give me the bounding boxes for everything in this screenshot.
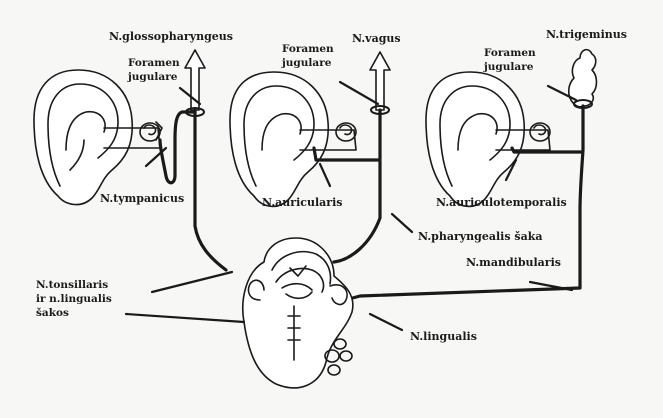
label-tonsillaris-line2: ir n.lingualis — [36, 293, 112, 305]
label-tympanicus: N.tympanicus — [100, 192, 184, 205]
ear-icon — [426, 72, 550, 206]
label-foramen-3-line2: jugulare — [483, 61, 534, 73]
label-foramen-3-line1: Foramen — [484, 47, 536, 59]
label-foramen-2-line1: Foramen — [282, 43, 334, 55]
label-tonsillaris-line1: N.tonsillaris — [36, 279, 108, 291]
label-trigeminus: N.trigeminus — [546, 28, 627, 41]
label-foramen-1-line1: Foramen — [128, 57, 180, 69]
label-pharyngealis: N.pharyngealis šaka — [418, 230, 542, 243]
label-auriculotemporalis: N.auriculotemporalis — [436, 196, 567, 209]
ear-icon — [230, 72, 356, 206]
label-glossopharyngeus: N.glossopharyngeus — [109, 30, 233, 43]
label-lingualis: N.lingualis — [410, 330, 477, 343]
label-foramen-1-line2: jugulare — [127, 71, 178, 83]
label-vagus: N.vagus — [352, 32, 401, 45]
label-mandibularis: N.mandibularis — [466, 256, 561, 269]
label-auricularis: N.auricularis — [262, 196, 342, 209]
label-tonsillaris-line3: šakos — [36, 307, 69, 319]
ear-icon — [34, 70, 162, 205]
label-foramen-2-line2: jugulare — [281, 57, 332, 69]
